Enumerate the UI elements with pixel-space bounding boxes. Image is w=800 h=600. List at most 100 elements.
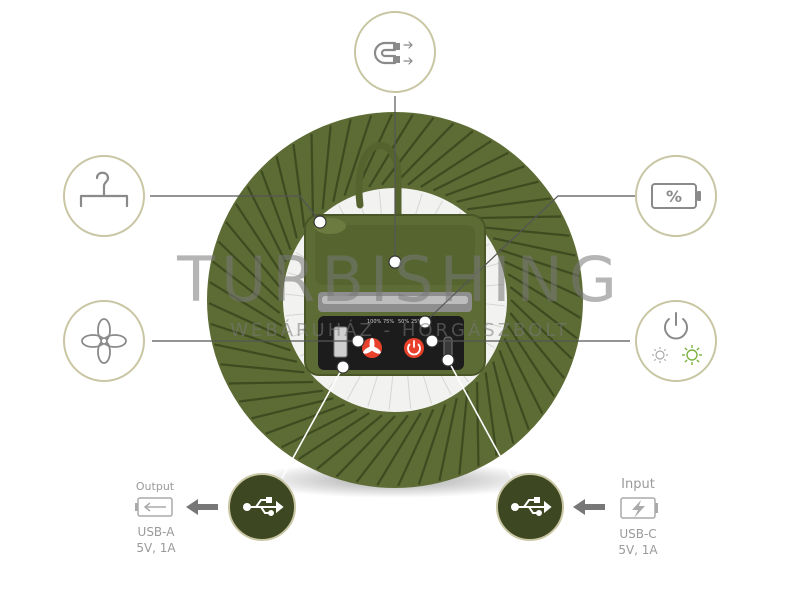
callout-dot (313, 215, 327, 229)
fan-fin (239, 389, 323, 403)
callout-line-output (281, 366, 344, 479)
fan-fin (251, 397, 334, 420)
battery-led-label: 25% (411, 319, 422, 325)
fan-fin (407, 130, 474, 186)
fan-fin (492, 361, 515, 444)
power-button-icon (407, 340, 421, 356)
control-panel (318, 316, 464, 370)
fan-fin (394, 122, 455, 185)
fan-fin (335, 415, 396, 478)
fan-fin (210, 322, 291, 352)
fan-fin (212, 260, 281, 314)
fan-fin (220, 363, 305, 374)
fan-fin (484, 372, 498, 456)
fan-fin (381, 117, 435, 186)
sun-core (686, 349, 698, 361)
fan-fin (507, 325, 556, 397)
battery-feature-circle (635, 155, 717, 237)
fan-fin (485, 226, 570, 237)
fan-fin (492, 237, 576, 257)
fan-fin (417, 404, 447, 485)
fan-fin (503, 337, 544, 415)
fan-fin (310, 133, 315, 218)
sun-ray (663, 358, 667, 362)
watermark-tagline: WEBÁRUHÁZ - HORGÁSZBOLT (230, 320, 570, 341)
battery-led-label: 75% (383, 319, 394, 325)
fan-fin (209, 281, 283, 327)
fan-fin (275, 156, 298, 239)
fan-fin (214, 343, 298, 363)
battery-percent-symbol: % (666, 187, 682, 206)
fan-fin (217, 240, 280, 301)
callout-dot (418, 315, 432, 329)
fan-fin (246, 185, 287, 263)
callout-dot (425, 334, 439, 348)
battery-led-label: 50% (398, 319, 409, 325)
power-icon (664, 312, 688, 340)
sun-ray (696, 359, 700, 363)
output-battery-icon (135, 497, 173, 517)
sun-ray (653, 348, 657, 352)
fan-fin (510, 299, 573, 360)
fan-fin (316, 414, 383, 470)
fan-fin (298, 412, 370, 461)
sun-ray (684, 347, 688, 351)
fan-fin (509, 286, 578, 340)
output-spec-label: 5V, 1A (136, 541, 176, 555)
callout-dot (441, 353, 455, 367)
light-mode-icon (682, 345, 702, 365)
fan-fin (280, 408, 358, 449)
fan-fin (228, 380, 313, 385)
battery-led-label: 100% (367, 319, 382, 325)
fan-fin (355, 414, 409, 483)
lightning-icon (632, 500, 645, 518)
output-port-label: USB-A (137, 525, 175, 539)
input-title: Input (621, 477, 655, 492)
control-housing (304, 214, 486, 376)
hanging-hook (355, 141, 402, 219)
watermark-brand: TURBISHING (177, 243, 623, 316)
sun-ray (696, 347, 700, 351)
fan-fin (509, 312, 565, 379)
fan-fin (292, 144, 306, 228)
fan-icon (81, 318, 127, 364)
hanger-icon (79, 171, 129, 208)
fan-fin (467, 197, 551, 211)
callout-dot (388, 255, 402, 269)
fan-fin (475, 382, 480, 467)
fan-button-icon (363, 338, 381, 354)
fan-fin (438, 397, 458, 481)
fan-fin (397, 409, 435, 487)
input-port-label: USB-C (619, 527, 657, 541)
callout-line-battery (424, 195, 636, 323)
output-title: Output (135, 480, 175, 493)
usb-icon (243, 497, 284, 516)
sun-ray (663, 348, 667, 352)
fan-fin (265, 403, 346, 435)
fan-fin (343, 115, 373, 196)
sun-core (655, 350, 665, 360)
callout-line-input (447, 359, 513, 479)
fan-fin (321, 125, 332, 210)
fan-fin (332, 119, 352, 203)
fan-fin (499, 248, 580, 278)
fan-fin (225, 221, 281, 288)
input-spec-label: 5V, 1A (618, 543, 658, 557)
fan-fin (432, 151, 510, 192)
fan-fin (456, 180, 539, 203)
fan-fin (504, 260, 582, 298)
callout-line-hook (150, 195, 321, 223)
light-mode-icon (652, 347, 668, 363)
arrow-left-icon (573, 499, 605, 515)
arrow-left-icon (186, 499, 218, 515)
sun-ray (653, 358, 657, 362)
fan-fin (458, 390, 469, 475)
usb-a-port (333, 326, 348, 358)
power-feature-circle (635, 300, 717, 382)
fan-fin (376, 412, 422, 486)
fan-fin (444, 165, 525, 197)
callout-dot (351, 334, 365, 348)
fan-fin (208, 302, 286, 340)
fan-fin (420, 139, 492, 188)
